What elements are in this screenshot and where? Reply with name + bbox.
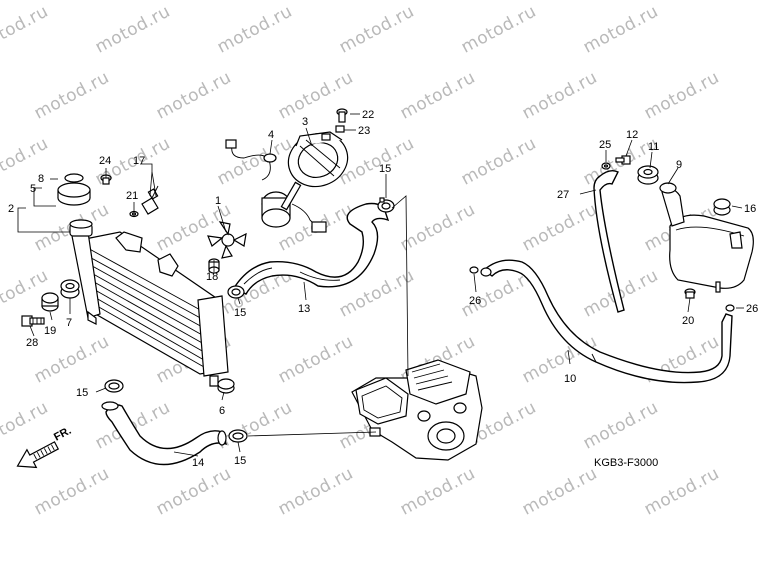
fan-motor [261,181,327,233]
callout-2: 2 [8,203,14,215]
callout-21: 21 [126,190,138,202]
callout-15-lower-right: 15 [234,455,246,467]
hose-clamp-lower-right [228,429,248,443]
hose-clamp-fan-side [227,285,245,299]
bolt-12 [615,155,631,165]
grommet-16 [713,198,731,216]
clip-26-left [469,266,479,274]
drawing-code: KGB3-F3000 [594,457,658,469]
callout-18: 18 [206,271,218,283]
callout-19: 19 [44,325,56,337]
callout-9: 9 [676,159,682,171]
callout-22: 22 [362,109,374,121]
callout-20: 20 [682,315,694,327]
callout-26-left: 26 [469,295,481,307]
overflow-hose-10 [480,259,733,384]
callout-1: 1 [215,195,221,207]
callout-8: 8 [38,173,44,185]
bolt-20 [684,288,696,299]
grommet-6 [217,378,235,394]
bolt-22 [336,108,348,123]
callout-15-upper: 15 [379,163,391,175]
hose-clamp-upper [377,197,395,213]
callout-15-fan: 15 [234,307,246,319]
callout-24: 24 [99,155,111,167]
front-indicator-label: FR. [52,425,73,444]
callout-13: 13 [298,303,310,315]
reserve-cap-11 [637,165,659,185]
fan-switch-17 [141,185,159,215]
hose-clamp-lower-left [104,379,124,393]
callout-11: 11 [648,141,659,153]
callout-12: 12 [626,129,638,141]
lower-hose-14 [101,401,228,466]
callout-4: 4 [268,129,274,141]
clip-25 [601,162,611,170]
wire-harness-4 [225,139,277,181]
front-direction-arrow: FR. [16,425,73,469]
callout-15-lower-left: 15 [76,387,88,399]
callout-27: 27 [557,189,569,201]
clip-26-right [725,304,735,312]
callout-10: 10 [564,373,576,385]
radiator-cap [57,173,91,206]
reserve-tank [659,182,754,293]
callout-28: 28 [26,337,38,349]
callout-23: 23 [358,125,370,137]
callout-17: 17 [133,155,145,167]
collar-19 [41,292,59,312]
radiator [69,219,229,387]
callout-26-right: 26 [746,303,758,315]
fan-shroud [287,131,349,188]
callout-5: 5 [30,183,36,195]
grommet-7 [60,279,80,299]
washer-21 [129,210,139,218]
callout-6: 6 [219,405,225,417]
callout-16: 16 [744,203,756,215]
nut-23 [335,125,345,133]
engine [351,359,483,461]
leader-lines [17,113,744,457]
callouts: 2 5 8 24 17 21 28 19 7 15 14 15 6 1 18 1… [8,109,758,469]
callout-14: 14 [192,457,204,469]
callout-3: 3 [302,116,308,128]
mount-bolt-28 [21,315,45,327]
upper-hose-13 [232,202,390,295]
siphon-hose-27 [593,169,625,313]
fan-blade [207,221,247,259]
callout-25: 25 [599,139,611,151]
callout-7: 7 [66,317,72,329]
